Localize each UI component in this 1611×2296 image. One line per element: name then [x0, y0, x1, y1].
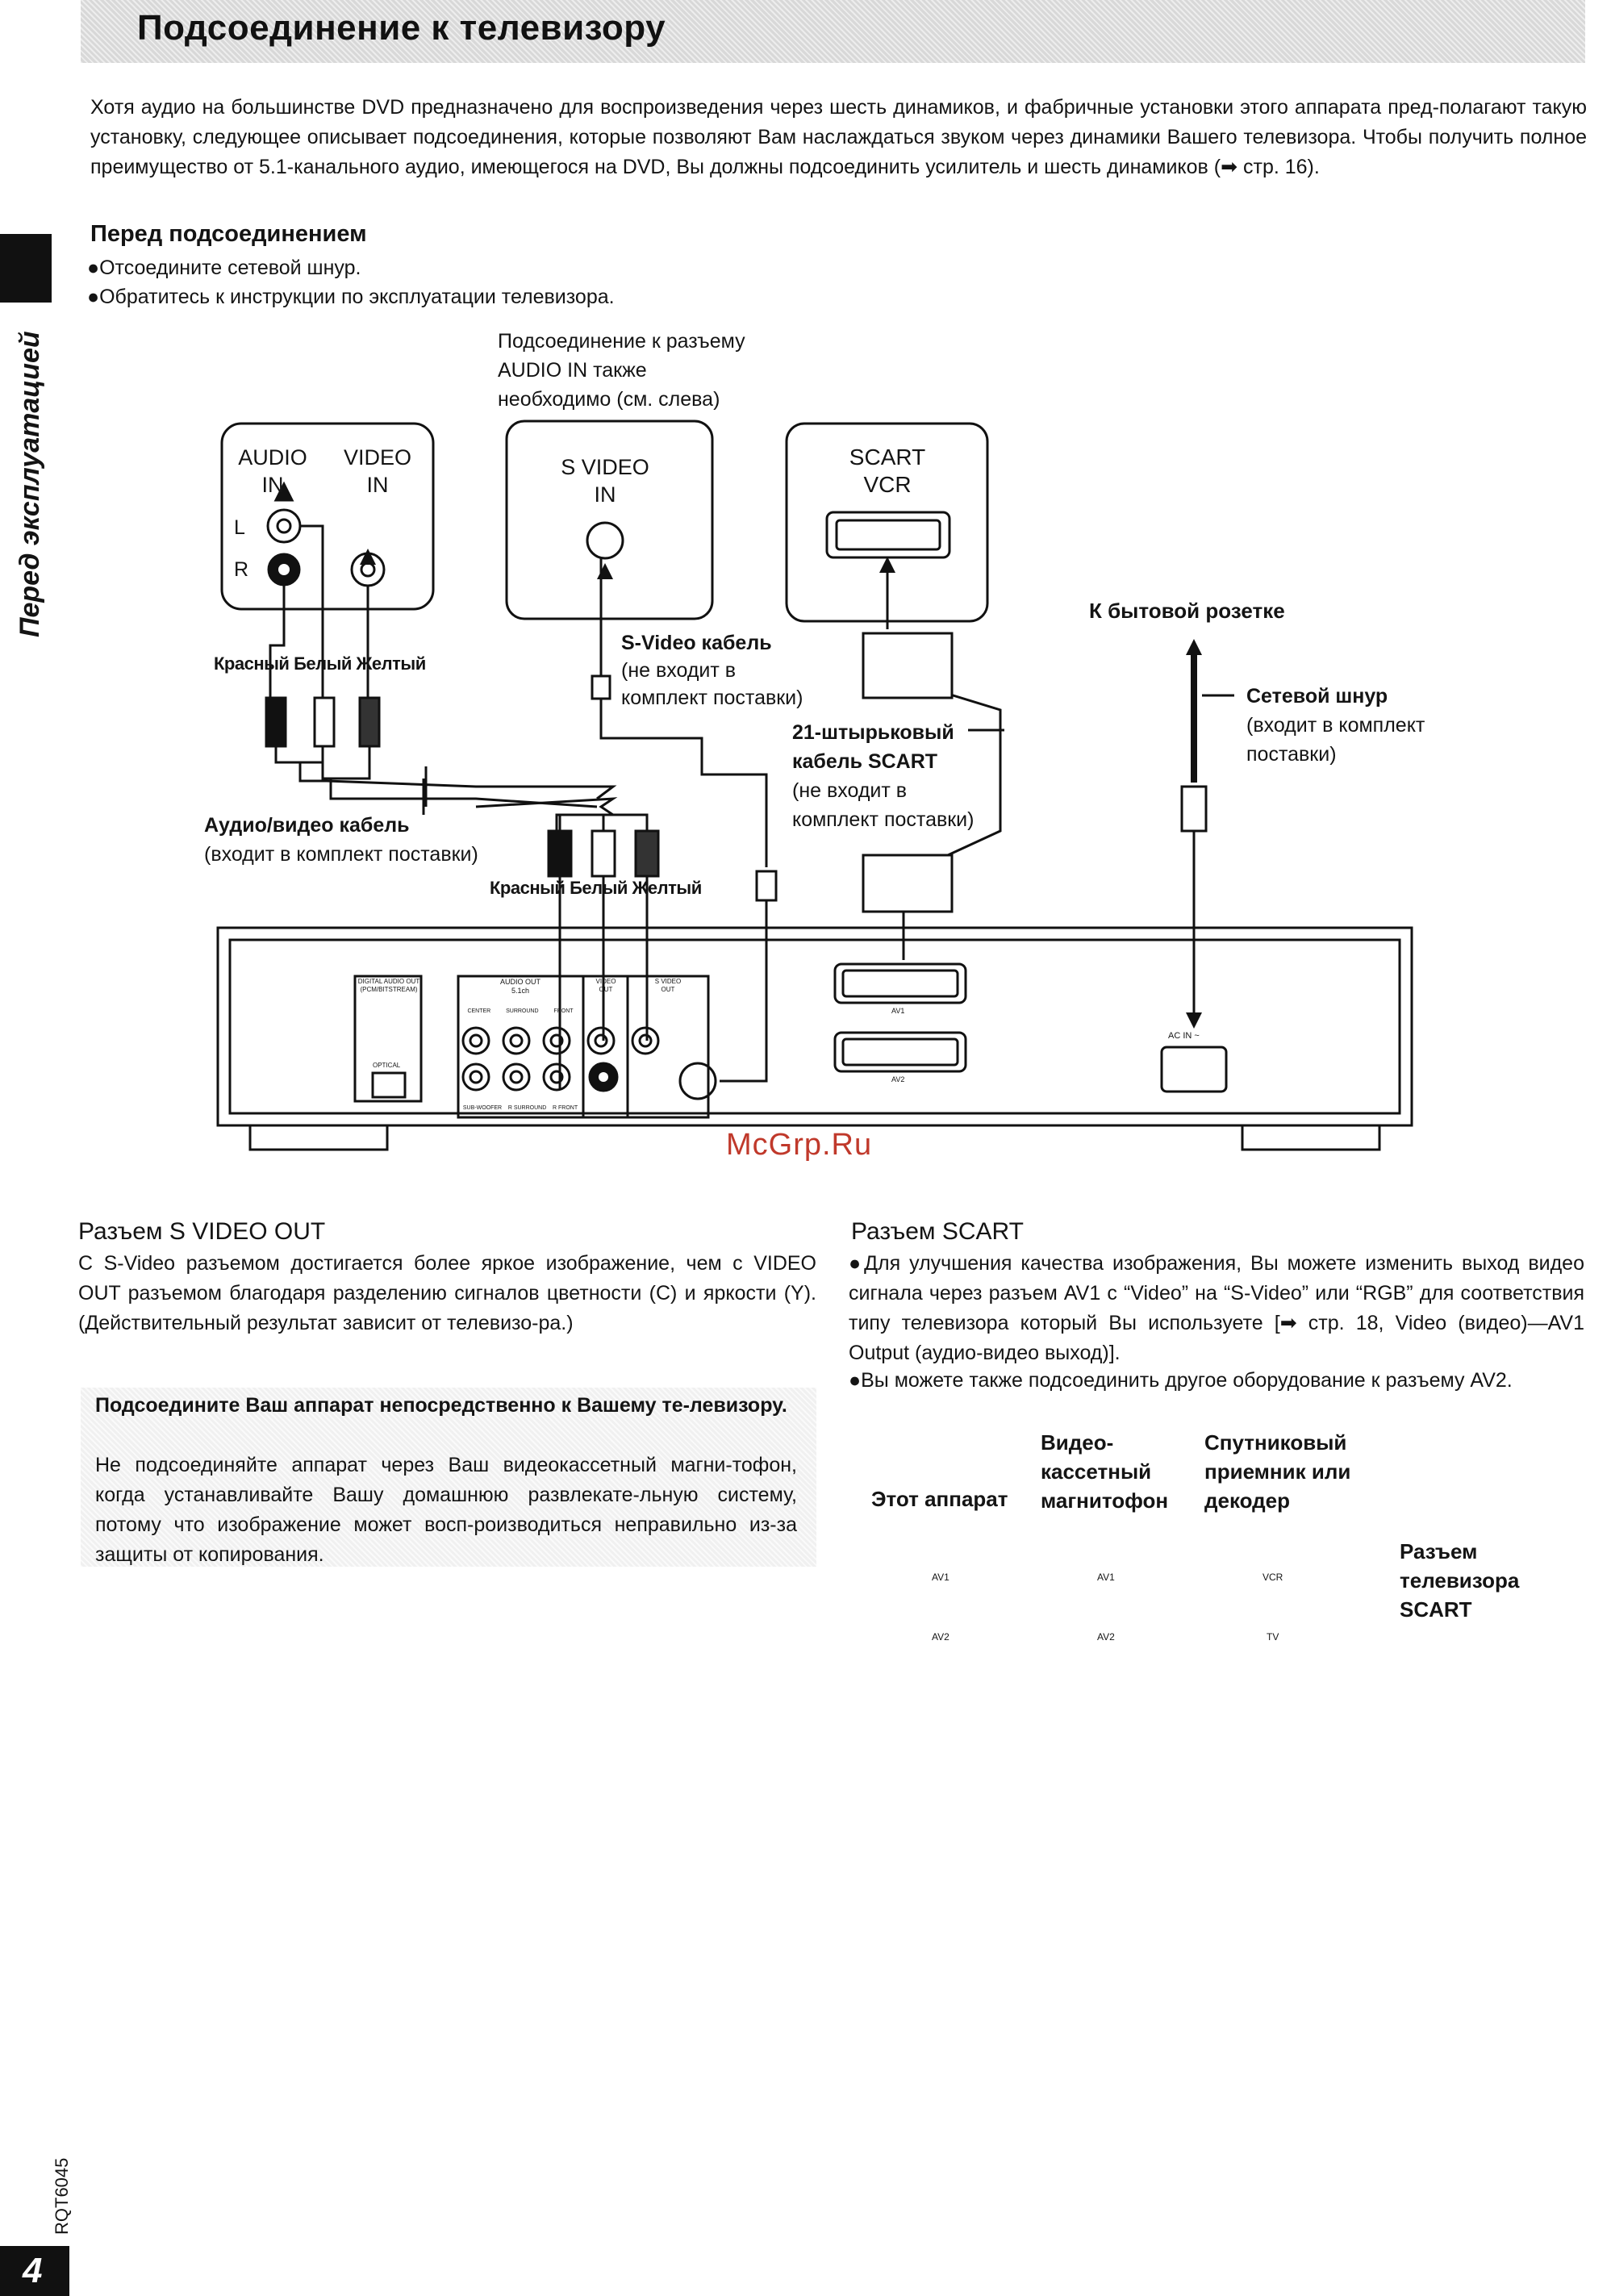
- tv-audio-video-panel: [220, 422, 435, 611]
- scart-heading: Разъем SCART: [851, 1218, 1024, 1245]
- panel-av1: AV1: [891, 1007, 905, 1015]
- scart-plug-top: [862, 632, 954, 699]
- before-item: ●Обратитесь к инструкции по эксплуатации…: [87, 286, 615, 308]
- scart-item: ●Для улучшения качества изображения, Вы …: [849, 1252, 1584, 1364]
- note-body: Не подсоединяйте аппарат через Ваш видео…: [95, 1454, 797, 1566]
- chain-port-label: AV1: [932, 1572, 949, 1583]
- ac-in-socket: [1160, 1046, 1228, 1093]
- label-jack-l: L: [234, 516, 245, 539]
- before-item: ●Отсоедините сетевой шнур.: [87, 257, 361, 279]
- header-bar: [81, 0, 1585, 63]
- chain-port-label: TV: [1267, 1631, 1279, 1643]
- note-box: [81, 1388, 816, 1567]
- rear-panel: [216, 926, 1413, 1127]
- before-heading: Перед подсоединением: [90, 221, 367, 247]
- svideo-plug-top: [591, 674, 611, 700]
- label-colors-top: Красный Белый Желтый: [214, 653, 426, 674]
- chain-port-label: VCR: [1263, 1572, 1283, 1583]
- scart-item: ●Вы можете также подсоединить другое обо…: [849, 1369, 1513, 1392]
- intro-paragraph: Хотя аудио на большинстве DVD предназнач…: [90, 96, 1587, 178]
- chain-port-label: AV2: [932, 1631, 949, 1643]
- label-colors-bottom: Красный Белый Желтый: [490, 878, 702, 898]
- chain-port-label: AV2: [1097, 1631, 1115, 1643]
- jack-svideo-in: [586, 521, 624, 560]
- optical-block: [353, 975, 423, 1103]
- watermark: McGrp.Ru: [726, 1128, 873, 1162]
- jack-l: [266, 508, 302, 544]
- label-av-cable: Аудио/видео кабель(входит в комплект пос…: [204, 814, 478, 866]
- tv-svideo-panel: [505, 420, 714, 620]
- doc-code: RQT6045: [52, 2157, 72, 2235]
- power-plug: [1180, 785, 1208, 833]
- chain-label-unit: Этот аппарат: [871, 1487, 1008, 1511]
- svideo-plug-bottom: [755, 870, 778, 902]
- label-jack-r: R: [234, 558, 249, 581]
- scart-plug-bottom: [862, 854, 954, 913]
- scart-av2: [833, 1031, 967, 1073]
- svideo-out-heading: Разъем S VIDEO OUT: [78, 1218, 326, 1245]
- note-heading: Подсоедините Ваш аппарат непосредственно…: [95, 1394, 787, 1417]
- panel-av2: AV2: [891, 1075, 905, 1083]
- connection-diagram: [216, 420, 1413, 1151]
- label-outlet: К бытовой розетке: [1089, 599, 1285, 623]
- svideo-out-block: [626, 975, 710, 1119]
- page-number: 4: [23, 2251, 43, 2290]
- chain-port-label: AV1: [1097, 1572, 1115, 1583]
- scart-av1: [833, 962, 967, 1004]
- panel-digital-out: DIGITAL AUDIO OUT(PCM/BITSTREAM): [357, 978, 420, 993]
- panel-optical: OPTICAL: [373, 1062, 401, 1069]
- panel-ac-in: AC IN ~: [1168, 1031, 1200, 1041]
- side-tab-marker: [0, 234, 52, 303]
- page-title: Подсоединение к телевизору: [137, 8, 666, 48]
- scart-socket-tv: [825, 511, 951, 559]
- svideo-out-body: С S-Video разъемом достигается более ярк…: [78, 1252, 816, 1334]
- page-number-box: [0, 2246, 69, 2296]
